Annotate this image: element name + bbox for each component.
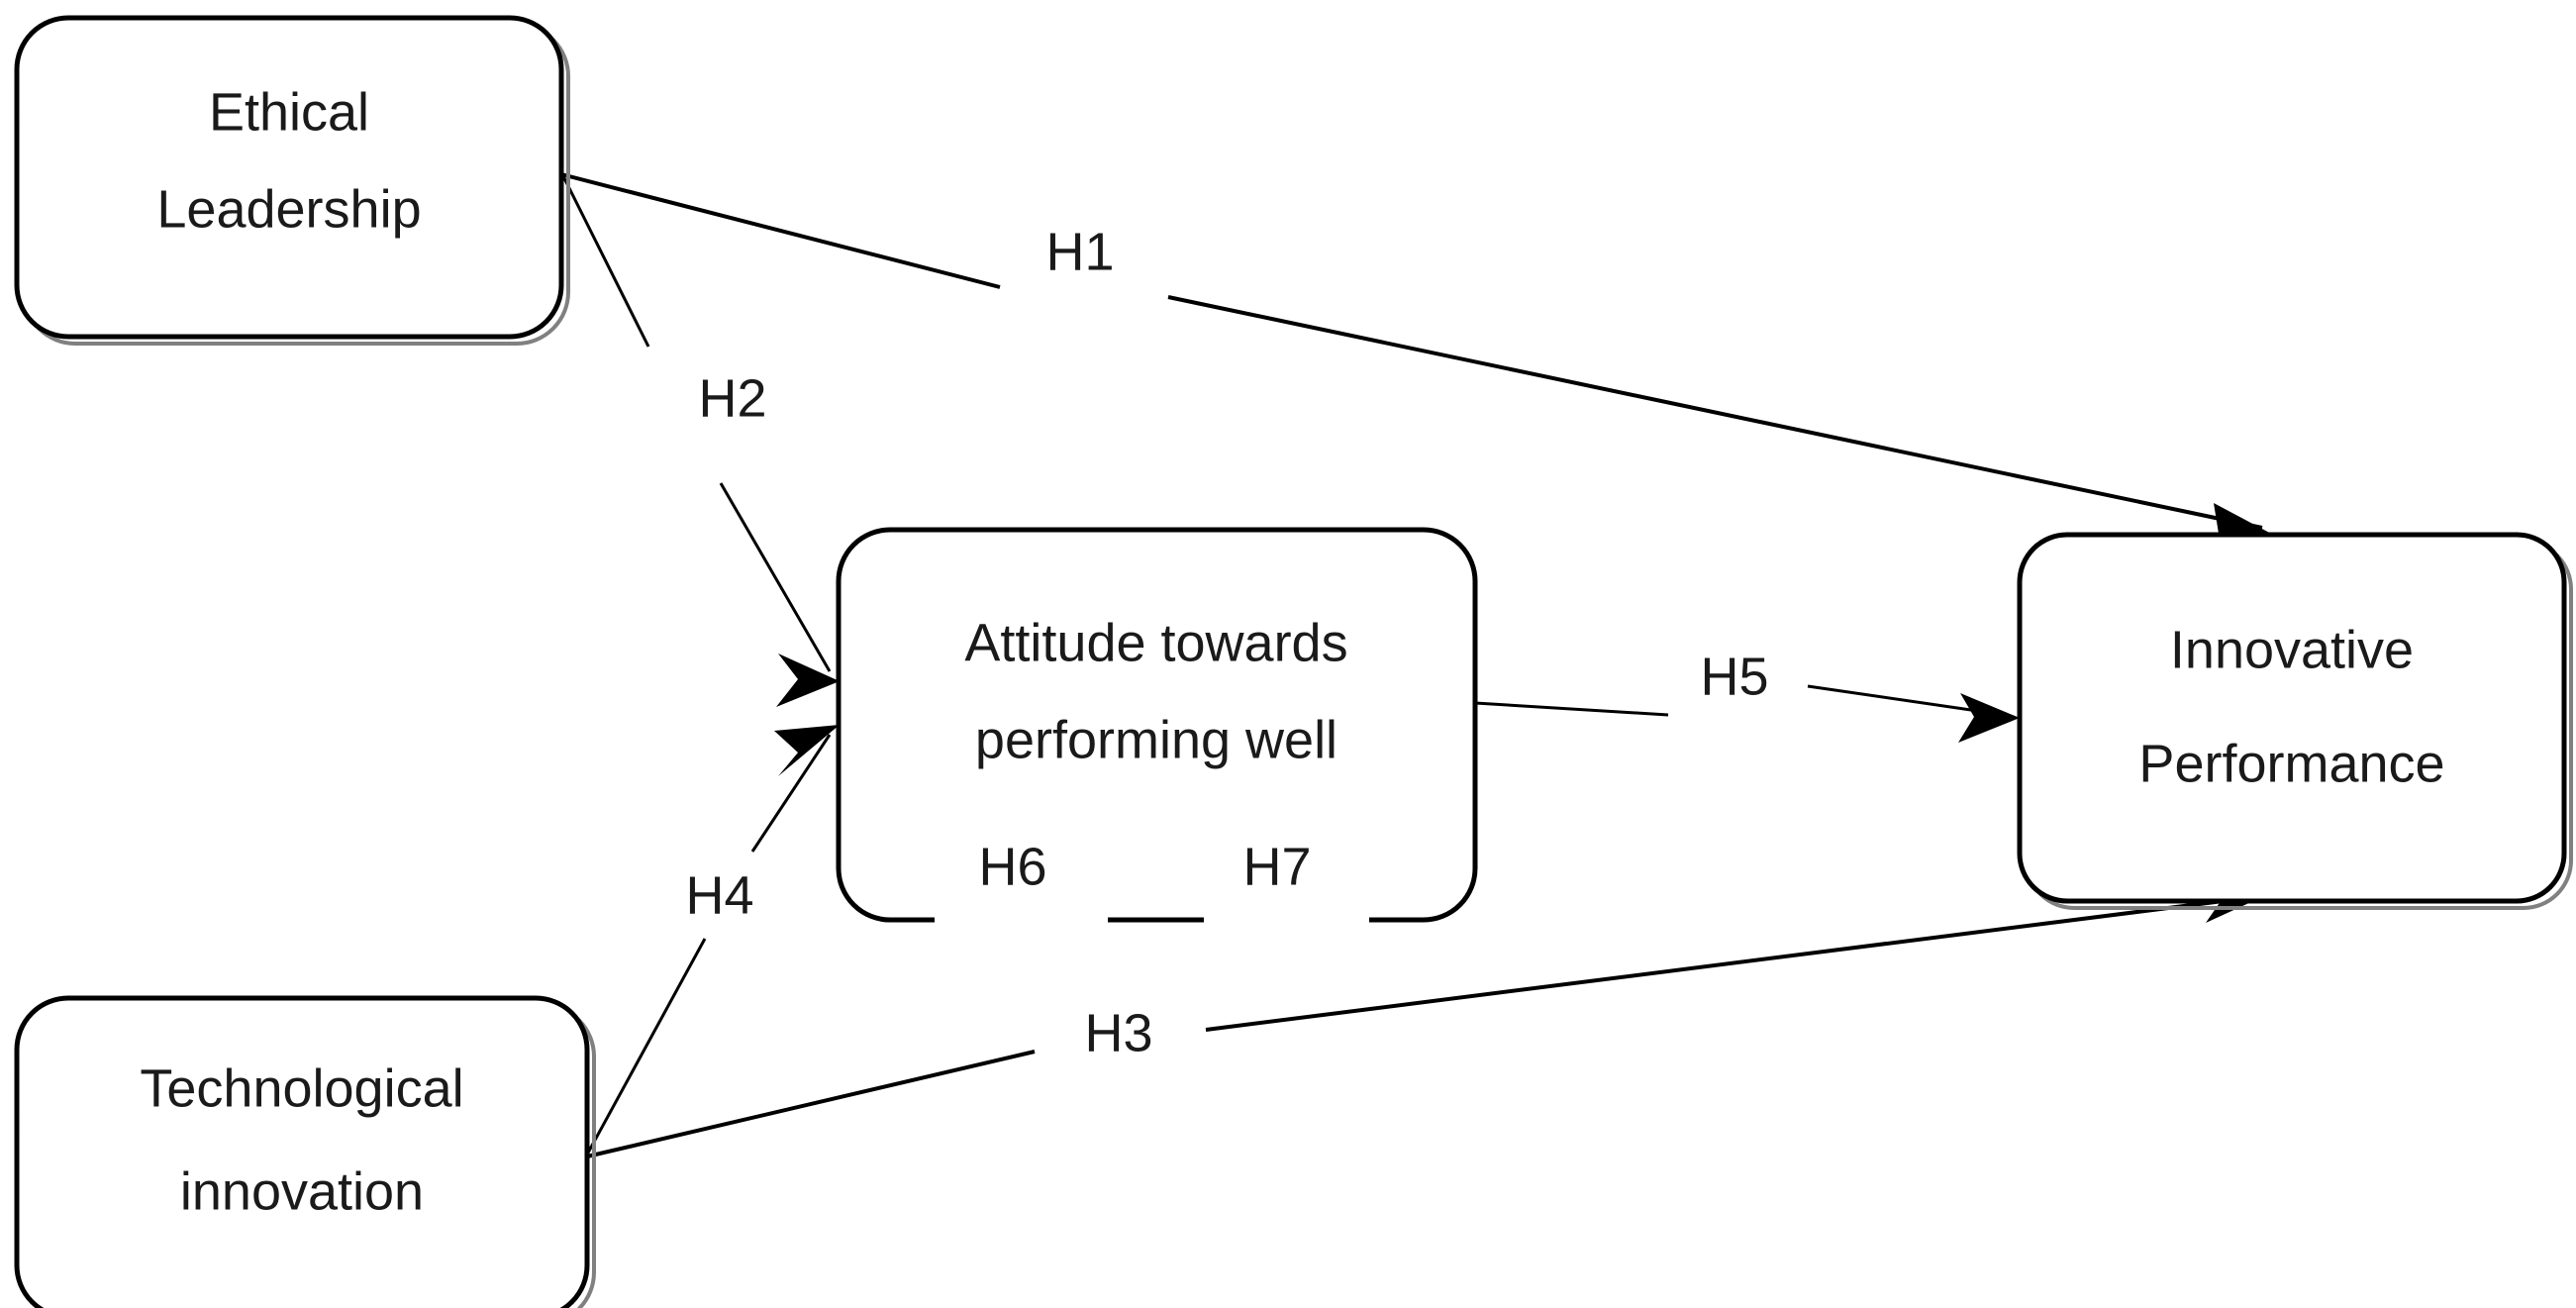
node-attitude-label-line1: Attitude towards [964,613,1347,672]
path-h2-segment-upper [561,175,650,348]
path-h1-segment-left [560,172,1001,289]
node-innovative-performance-box [2017,532,2567,904]
node-technological-innovation[interactable]: Technological innovation [14,995,596,1308]
node-attitude-border-left [836,527,891,923]
hypothesis-label-h4: H4 [685,865,753,925]
path-h5-segment-left [1474,701,1669,717]
hypothesis-label-h5: H5 [1700,647,1768,706]
node-ethical-leadership-label-line2: Leadership [156,179,421,239]
hypothesis-label-h7: H7 [1242,837,1311,896]
path-h4-segment-lower [585,938,707,1156]
path-h2-segment-lower [719,482,832,672]
node-technological-innovation-label-line1: Technological [140,1058,463,1118]
arrowhead-h4 [774,725,840,776]
path-h2 [561,175,840,707]
node-ethical-leadership-label-line1: Ethical [209,82,369,142]
path-h1-segment-right [1167,295,2263,530]
path-h3-segment-left [586,1050,1036,1158]
path-h3 [586,863,2275,1158]
hypothesis-label-h1: H1 [1045,222,1114,281]
node-attitude-label-line2: performing well [975,710,1338,769]
node-innovative-performance-label-line1: Innovative [2170,620,2414,679]
node-ethical-leadership[interactable]: Ethical Leadership [14,15,570,346]
arrowhead-h2 [776,654,840,707]
path-h4-segment-upper [750,734,832,853]
hypothesis-label-h6: H6 [978,837,1046,896]
node-technological-innovation-box [14,995,590,1308]
node-ethical-leadership-box [14,15,564,340]
node-attitude-towards-performing-well[interactable]: Attitude towards performing well [836,527,1478,923]
node-attitude-border-right [890,527,1478,923]
hypothesis-label-h3: H3 [1084,1003,1152,1062]
path-h1 [560,172,2275,566]
node-innovative-performance-label-line2: Performance [2138,734,2444,793]
path-h3-segment-right [1205,894,2263,1032]
node-innovative-performance[interactable]: Innovative Performance [2017,532,2573,910]
node-technological-innovation-label-line2: innovation [180,1161,424,1221]
arrowhead-h5 [1958,693,2020,743]
path-h5 [1474,684,2020,743]
path-h4 [585,725,840,1156]
hypothesis-label-h2: H2 [698,368,766,428]
